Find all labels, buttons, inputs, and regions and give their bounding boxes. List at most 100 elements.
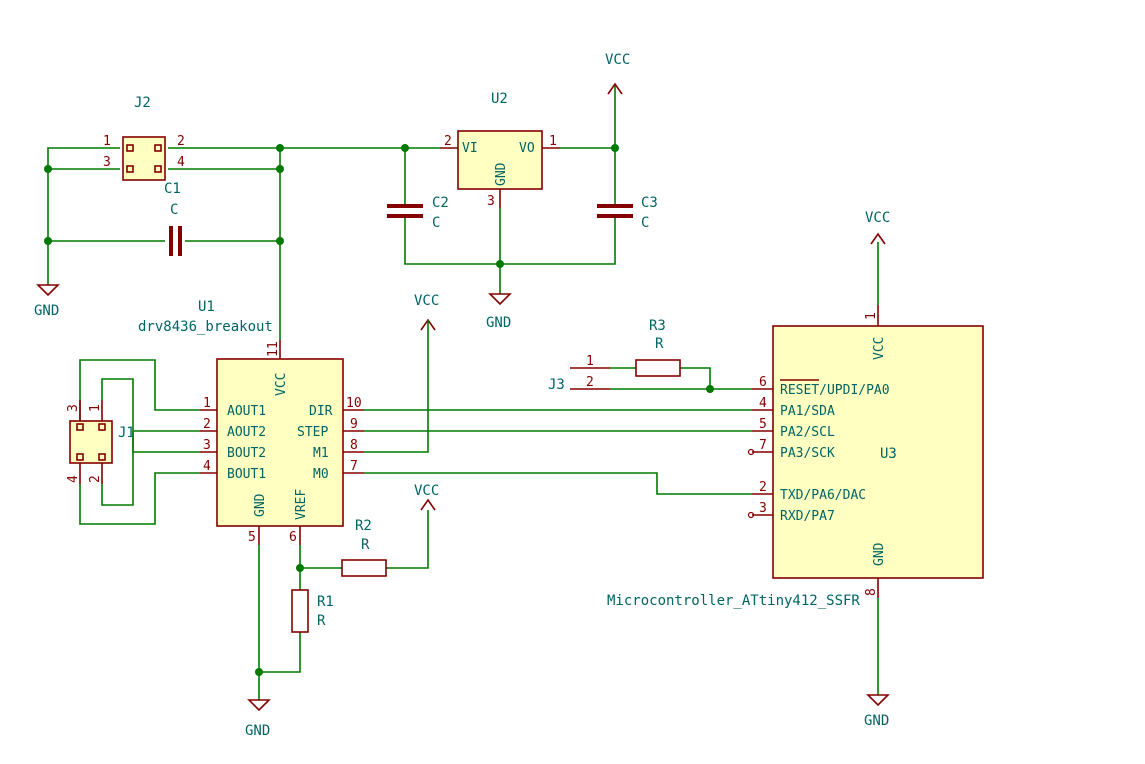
u1-pin-name: VREF	[294, 489, 309, 520]
junction-dot	[44, 237, 52, 245]
u3-pin-name: PA3/SCK	[780, 446, 835, 461]
gnd-label: GND	[864, 713, 889, 729]
u3-body	[772, 325, 984, 579]
j2-connector[interactable]: J2 1 2 3 4	[103, 95, 185, 181]
c3-ref: C3	[641, 195, 658, 211]
u3-value: Microcontroller_ATtiny412_SSFR	[607, 593, 860, 609]
junction-dot	[44, 165, 52, 173]
u2-ref: U2	[491, 91, 508, 107]
c3-capacitor[interactable]: C3 C	[597, 195, 658, 231]
j3-connector[interactable]: J3 1 2	[548, 354, 610, 393]
u1-pin-number: 7	[350, 459, 358, 474]
r3-value: R	[655, 336, 664, 352]
u3-pin-name: RXD/PA7	[780, 509, 835, 524]
u3-pin-number: 8	[864, 588, 879, 596]
c2-capacitor[interactable]: C2 C	[387, 195, 449, 231]
u2-pin-number: 3	[487, 194, 495, 209]
junction-dot	[611, 144, 619, 152]
u3-pin-number: 6	[759, 375, 767, 390]
c1-capacitor[interactable]: C1 C	[164, 181, 182, 256]
wire-gnd-rail	[404, 216, 616, 265]
vcc-label: VCC	[865, 210, 890, 226]
r1-ref: R1	[317, 594, 334, 610]
j2-pin-number: 4	[177, 155, 185, 170]
u1-pin-name: M0	[313, 467, 329, 482]
gnd-symbol	[247, 699, 271, 712]
u1-pin-number: 10	[346, 396, 362, 411]
u3-microcontroller[interactable]: U3 Microcontroller_ATtiny412_SSFR VCC RE…	[607, 305, 984, 609]
wire-m0	[364, 472, 752, 495]
u3-pin-name: RESET/UPDI/PA0	[780, 383, 890, 398]
u1-pin-name: BOUT1	[227, 467, 266, 482]
j1-pin-number: 2	[88, 475, 103, 483]
u3-pin-name: TXD/PA6/DAC	[780, 488, 866, 503]
u1-pin-name: DIR	[309, 404, 333, 419]
gnd-label: GND	[486, 315, 511, 331]
no-connect-marker	[747, 511, 755, 519]
u1-pin-number: 3	[203, 438, 211, 453]
u1-pin-name: VCC	[274, 373, 289, 396]
j1-pin-number: 1	[88, 404, 103, 412]
r1-resistor[interactable]: R1 R	[291, 589, 334, 633]
u1-driver[interactable]: U1 drv8436_breakout AOUT1 AOUT2 BOUT2 BO…	[138, 299, 364, 545]
gnd-label: GND	[34, 303, 59, 319]
u1-pin-number: 4	[203, 459, 211, 474]
junction-dot	[276, 237, 284, 245]
u2-pin-name: GND	[494, 162, 509, 186]
r3-body	[635, 359, 681, 377]
u3-pin-name: PA2/SCL	[780, 425, 835, 440]
j3-pin-number: 1	[586, 354, 594, 369]
j2-contact	[126, 165, 134, 173]
r3-resistor[interactable]: R3 R	[635, 318, 681, 377]
u1-pin-name: STEP	[297, 425, 328, 440]
junction-dot	[276, 165, 284, 173]
u3-pin-number: 3	[759, 501, 767, 516]
u1-pin-name: GND	[253, 493, 268, 517]
u1-pin-number: 2	[203, 417, 211, 432]
junction-dot	[706, 385, 714, 393]
junction-dot	[255, 668, 263, 676]
u3-pin-number: 7	[759, 438, 767, 453]
j2-contact	[154, 165, 162, 173]
r2-resistor[interactable]: R2 R	[341, 518, 387, 577]
u3-pin-name: PA1/SDA	[780, 404, 835, 419]
u3-ref: U3	[880, 446, 897, 462]
u1-pin-name: AOUT1	[227, 404, 266, 419]
u2-regulator[interactable]: U2 VI VO GND 2 1 3	[440, 91, 560, 209]
u3-pin-number: 2	[759, 480, 767, 495]
vcc-label: VCC	[414, 483, 439, 499]
u1-pin-number: 1	[203, 396, 211, 411]
j2-ref: J2	[134, 95, 151, 111]
u3-pin-number: 5	[759, 417, 767, 432]
no-connect-marker	[747, 448, 755, 456]
vcc-label: VCC	[414, 293, 439, 309]
u2-pin-name: VO	[519, 141, 535, 156]
vcc-arrow	[607, 82, 623, 95]
wire-m1-vcc	[364, 330, 429, 453]
gnd-symbol	[866, 694, 890, 707]
j1-ref: J1	[118, 425, 135, 441]
j3-pin-number: 2	[586, 375, 594, 390]
u3-pin-name: VCC	[872, 337, 887, 360]
r1-body	[291, 589, 309, 633]
c1-ref: C1	[164, 181, 181, 197]
r2-value: R	[361, 537, 370, 553]
c1-value: C	[170, 202, 178, 218]
u3-pin-number: 4	[759, 396, 767, 411]
wire-bout1	[79, 472, 200, 525]
gnd-symbol	[36, 284, 60, 297]
junctions	[44, 144, 714, 676]
j1-connector[interactable]: J1 3 1 4 2	[66, 400, 135, 484]
u1-pin-number: 11	[266, 341, 281, 357]
c2-value: C	[432, 215, 440, 231]
u1-pin-number: 9	[350, 417, 358, 432]
r2-body	[341, 559, 387, 577]
vcc-arrow	[870, 232, 886, 245]
j1-pin-number: 4	[66, 475, 81, 483]
u2-pin-name: VI	[462, 141, 478, 156]
u1-pin-number: 5	[248, 530, 256, 545]
wire-bout2	[101, 378, 200, 453]
r3-ref: R3	[649, 318, 666, 334]
u3-pin-name: GND	[872, 542, 887, 566]
wire-r1-gnd	[259, 632, 301, 673]
